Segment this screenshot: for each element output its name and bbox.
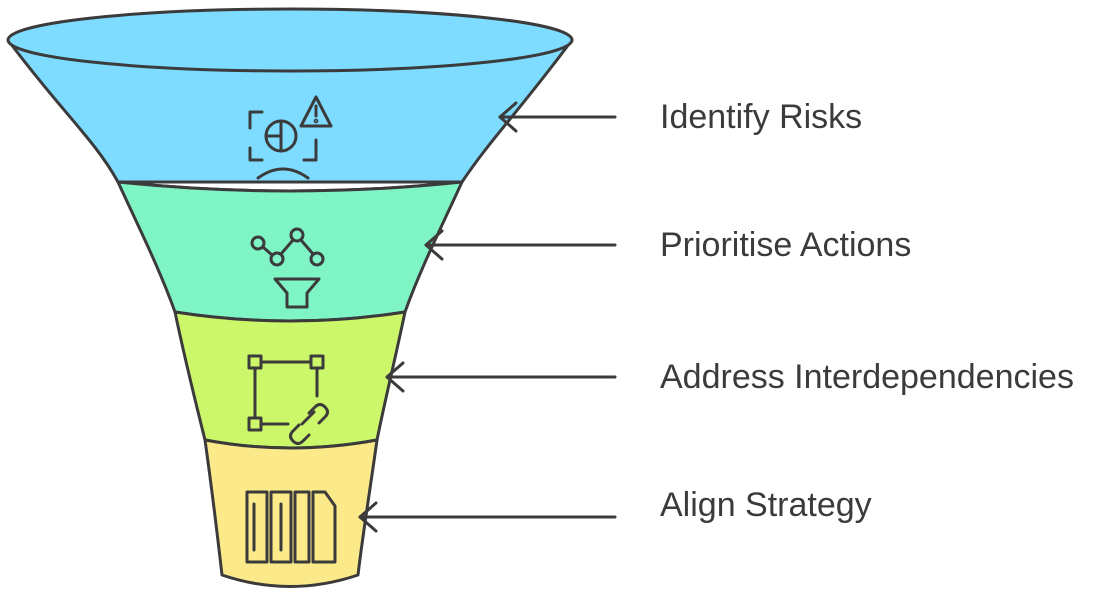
funnel-rim bbox=[6, 7, 574, 73]
stage-segment-3 bbox=[173, 310, 407, 450]
linked-nodes-icon bbox=[247, 354, 329, 445]
funnel-stage-prioritise-actions bbox=[116, 180, 464, 323]
stage-label-address-interdependencies: Address Interdependencies bbox=[660, 358, 1074, 396]
network-filter-icon bbox=[250, 227, 325, 309]
arrow-align-strategy bbox=[358, 501, 617, 533]
arrow-identify-risks bbox=[498, 101, 617, 133]
strategy-columns-icon bbox=[245, 490, 337, 564]
funnel-stage-address-interdependencies bbox=[173, 310, 407, 450]
arrow-address-interdependencies bbox=[385, 361, 617, 393]
funnel-stage-identify-risks bbox=[6, 7, 574, 193]
stage-label-prioritise-actions: Prioritise Actions bbox=[660, 226, 912, 264]
stage-segment-2 bbox=[116, 180, 464, 323]
arrow-prioritise-actions bbox=[424, 229, 617, 261]
stage-label-align-strategy: Align Strategy bbox=[660, 486, 872, 524]
risk-radar-warning-icon bbox=[248, 95, 333, 180]
stage-label-identify-risks: Identify Risks bbox=[660, 98, 863, 136]
